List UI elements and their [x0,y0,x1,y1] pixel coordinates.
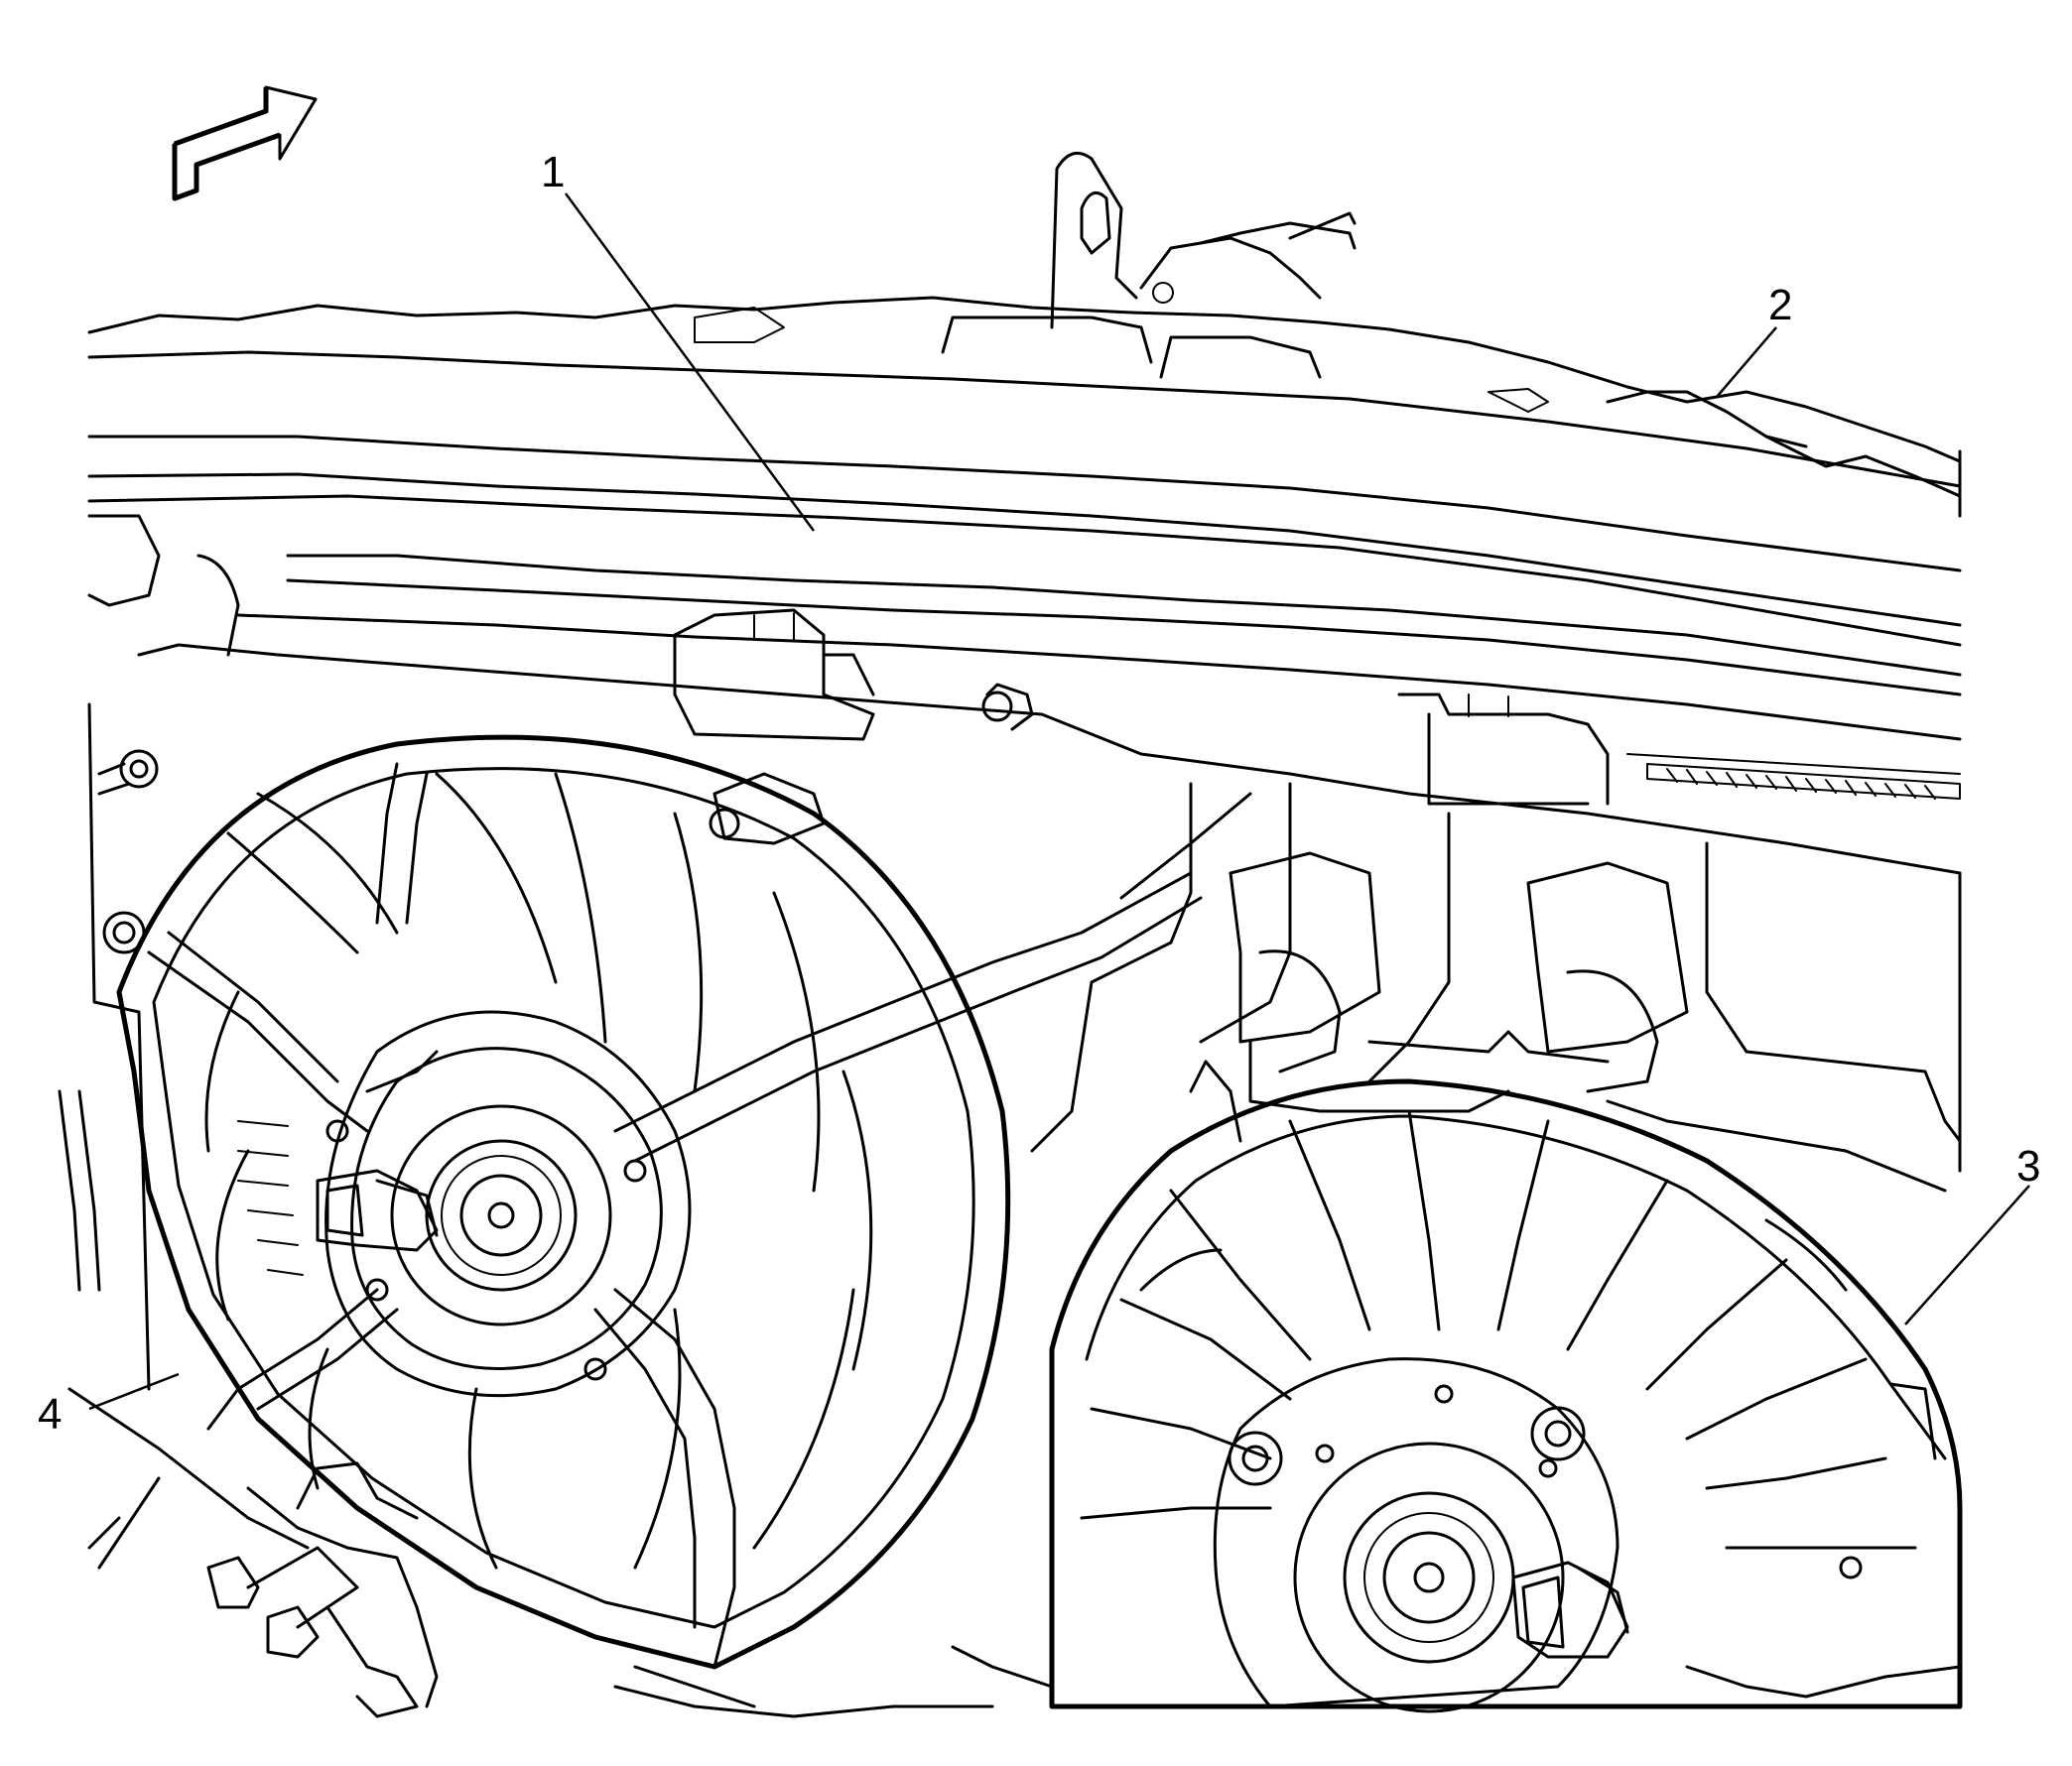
radiator-core [1646,763,1961,800]
lower-frame [613,1645,1962,1718]
callout-3: 3 [2016,1142,2040,1191]
left-frame-and-hoses [58,514,439,1718]
upper-radiator-support [87,296,1962,647]
left-cooling-fan [116,734,1252,1670]
leader-3 [1904,1185,2030,1325]
direction-arrow-icon [172,85,318,201]
callout-2: 2 [1768,281,1792,329]
right-cooling-fan [1049,1060,1963,1713]
callout-1: 1 [541,148,565,196]
leader-1 [564,192,816,532]
leader-lines [88,192,2030,1411]
leader-4 [88,1372,180,1411]
callout-4: 4 [38,1390,62,1439]
radiator-upper-tank [236,554,1962,806]
leader-2 [1716,326,1777,398]
hood-latch [941,151,1357,379]
